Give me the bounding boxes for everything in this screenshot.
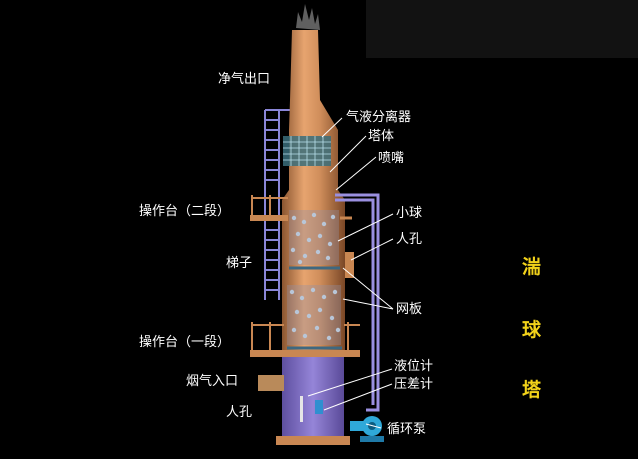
tower-base <box>276 436 350 445</box>
flue-inlet-duct <box>258 375 284 391</box>
label-separator: 气液分离器 <box>346 110 412 125</box>
corner-panel <box>366 0 638 58</box>
leader-lines <box>307 117 394 429</box>
label-manhole-lower: 人孔 <box>226 405 253 420</box>
title-char-1: 湍 <box>522 256 542 278</box>
label-mesh-plate: 网板 <box>396 302 423 317</box>
label-level-gauge: 液位计 <box>394 359 434 374</box>
label-nozzle: 喷嘴 <box>378 151 405 166</box>
label-small-ball: 小球 <box>396 206 423 221</box>
label-platform-2: 操作台（二段） <box>139 204 231 219</box>
label-gas-outlet: 净气出口 <box>218 72 271 87</box>
label-manhole-upper: 人孔 <box>396 232 423 247</box>
gas-liquid-separator <box>283 136 331 166</box>
platform-upper <box>250 195 352 221</box>
exhaust-smoke <box>296 4 320 30</box>
mesh-plates <box>287 266 342 350</box>
title-char-2: 球 <box>522 319 542 341</box>
upper-manhole <box>345 252 354 278</box>
ladder <box>264 109 290 300</box>
tank-gauges <box>300 396 323 422</box>
circulation-pump <box>350 416 384 442</box>
label-diff-pressure: 压差计 <box>394 377 434 392</box>
ball-bed-upper <box>289 210 339 265</box>
label-pump: 循环泵 <box>387 422 427 437</box>
tower-body <box>282 30 345 350</box>
circulation-pipe <box>335 193 380 412</box>
title-char-3: 塔 <box>522 379 542 401</box>
label-platform-1: 操作台（一段） <box>139 335 231 350</box>
label-ladder: 梯子 <box>226 256 253 271</box>
sump-tank <box>282 357 344 437</box>
platform-lower <box>250 322 360 357</box>
ball-bed-lower <box>287 285 341 345</box>
label-tower-body: 塔体 <box>368 129 395 144</box>
label-flue-inlet: 烟气入口 <box>186 374 239 389</box>
